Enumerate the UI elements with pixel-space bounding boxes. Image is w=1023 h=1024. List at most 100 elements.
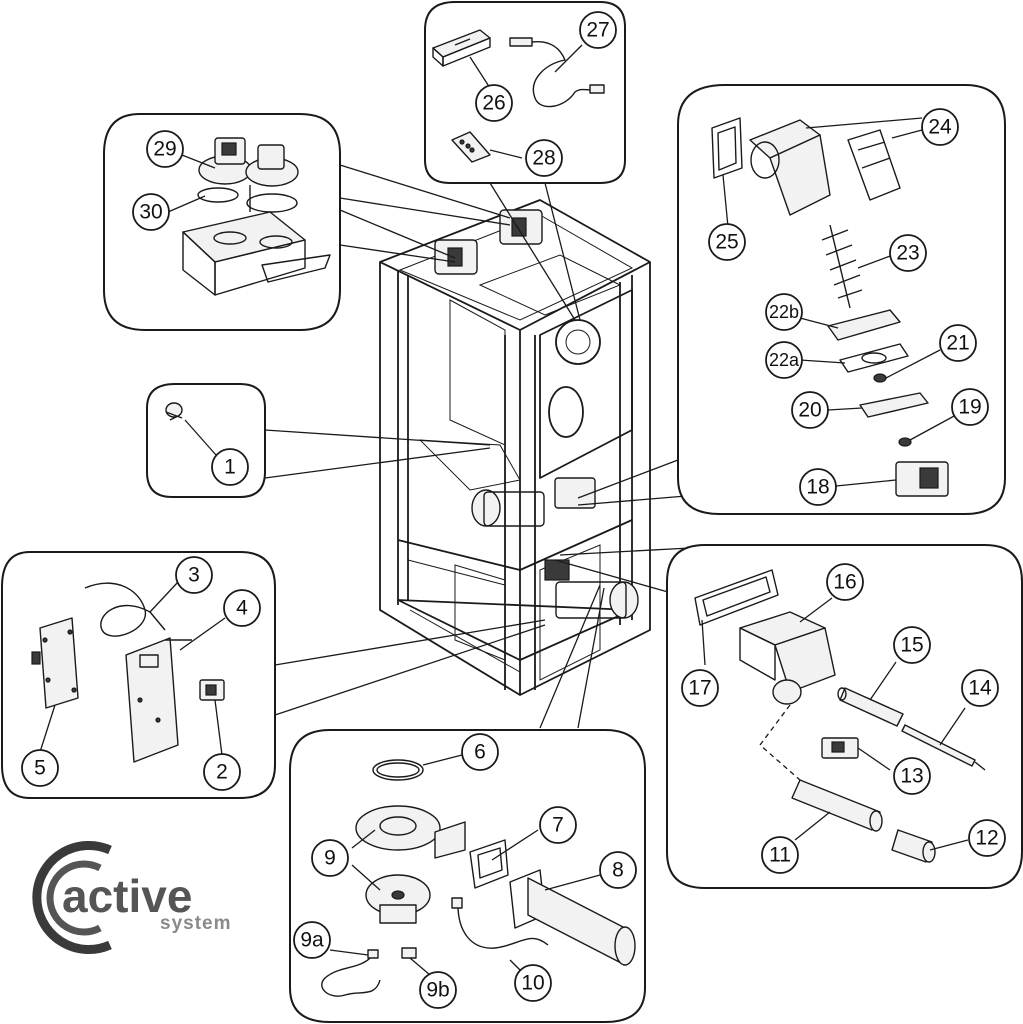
panel-auger xyxy=(677,84,1006,515)
thermostat-1 xyxy=(165,402,183,421)
callout-circle xyxy=(293,921,331,959)
callout-circle xyxy=(799,468,837,506)
logo-subtitle: system xyxy=(160,913,232,934)
callout-number: 18 xyxy=(806,476,829,499)
callout-circle xyxy=(525,139,563,177)
cap-12 xyxy=(891,829,936,863)
callout-23: 23 xyxy=(889,234,927,272)
gasket-30 xyxy=(197,187,239,203)
callout-circle xyxy=(893,757,931,795)
panel-burner xyxy=(666,544,1023,889)
callout-circle xyxy=(579,11,617,49)
callout-circle xyxy=(893,626,931,664)
callout-number: 28 xyxy=(532,147,555,170)
callout-17: 17 xyxy=(681,669,719,707)
callout-circle xyxy=(968,819,1006,857)
panel-fan-exhaust xyxy=(289,729,646,1023)
callout-number: 9 xyxy=(324,847,336,870)
probe-cable-3 xyxy=(84,582,166,637)
callout-28: 28 xyxy=(525,139,563,177)
leader-lines xyxy=(264,164,691,729)
mount-plate-4 xyxy=(125,637,192,763)
sensor-cable-10 xyxy=(457,904,549,949)
panel-sensor xyxy=(146,383,266,498)
callout-number: 14 xyxy=(968,677,992,700)
callout-number: 8 xyxy=(612,859,624,882)
callout-circle xyxy=(223,589,261,627)
callout-6: 6 xyxy=(461,733,499,771)
callout-29: 29 xyxy=(146,130,184,168)
callout-circle xyxy=(203,753,241,791)
power-switch-2 xyxy=(199,679,225,701)
callout-number: 5 xyxy=(34,757,46,780)
callout-circle xyxy=(539,806,577,844)
callout-22b: 22b xyxy=(765,293,803,331)
callout-15: 15 xyxy=(893,626,931,664)
callout-circle xyxy=(475,84,513,122)
air-tube-11 xyxy=(791,779,883,832)
callout-circle xyxy=(681,669,719,707)
callout-10: 10 xyxy=(514,964,552,1002)
callout-circle xyxy=(765,341,803,379)
callout-18: 18 xyxy=(799,468,837,506)
igniter-tube-15 xyxy=(837,687,904,727)
callout-5: 5 xyxy=(21,749,59,787)
callout-number: 10 xyxy=(521,972,544,995)
fan-housing xyxy=(182,211,331,296)
display-bracket-26 xyxy=(432,29,491,67)
plate-22b xyxy=(827,309,901,341)
callout-number: 1 xyxy=(224,456,236,479)
panel-fan-parts xyxy=(103,113,341,331)
callout-9b: 9b xyxy=(419,971,457,1009)
callout-21: 21 xyxy=(939,324,977,362)
callout-circle xyxy=(826,563,864,601)
callout-9a: 9a xyxy=(293,921,331,959)
callout-number: 6 xyxy=(474,741,486,764)
callout-8: 8 xyxy=(599,851,637,889)
callout-circle xyxy=(921,108,959,146)
callout-20: 20 xyxy=(791,391,829,429)
callout-circle xyxy=(461,733,499,771)
clip-9b xyxy=(401,947,417,959)
callout-number: 30 xyxy=(139,201,162,224)
callout-number: 11 xyxy=(769,844,791,867)
callout-number: 27 xyxy=(586,19,609,42)
callout-number: 2 xyxy=(216,761,228,784)
igniter-14 xyxy=(901,724,986,771)
callout-24: 24 xyxy=(921,108,959,146)
callout-circle xyxy=(765,293,803,331)
callout-circle xyxy=(889,234,927,272)
callout-12: 12 xyxy=(968,819,1006,857)
callout-number: 7 xyxy=(552,814,564,837)
callout-circle xyxy=(514,964,552,1002)
callout-circle xyxy=(961,669,999,707)
callout-circle xyxy=(311,839,349,877)
active-system-logo: active system xyxy=(32,841,232,954)
top-fan-assembly xyxy=(434,209,543,275)
gasket-25 xyxy=(711,117,743,179)
plate-20 xyxy=(859,392,929,418)
callout-number: 4 xyxy=(236,597,248,620)
burner-pot-16 xyxy=(739,611,836,705)
pressure-switch-13 xyxy=(821,737,859,759)
callout-number: 20 xyxy=(798,399,821,422)
auger-screw-23 xyxy=(821,224,863,309)
auger-housing-24 xyxy=(749,119,901,216)
stove-frame xyxy=(379,199,651,696)
callout-25: 25 xyxy=(708,223,746,261)
callout-7: 7 xyxy=(539,806,577,844)
cable-9a xyxy=(321,955,381,997)
callout-14: 14 xyxy=(961,669,999,707)
callout-19: 19 xyxy=(951,388,989,426)
callout-circle xyxy=(761,836,799,874)
callout-number: 9b xyxy=(426,979,449,1002)
callout-4: 4 xyxy=(223,589,261,627)
callout-number: 9a xyxy=(300,929,324,952)
auger-motor-18 xyxy=(895,461,949,497)
callout-number: 3 xyxy=(188,564,200,587)
callout-number: 15 xyxy=(900,634,923,657)
callout-22a: 22a xyxy=(765,341,803,379)
callout-number: 12 xyxy=(975,827,998,850)
callout-number: 17 xyxy=(688,677,711,700)
